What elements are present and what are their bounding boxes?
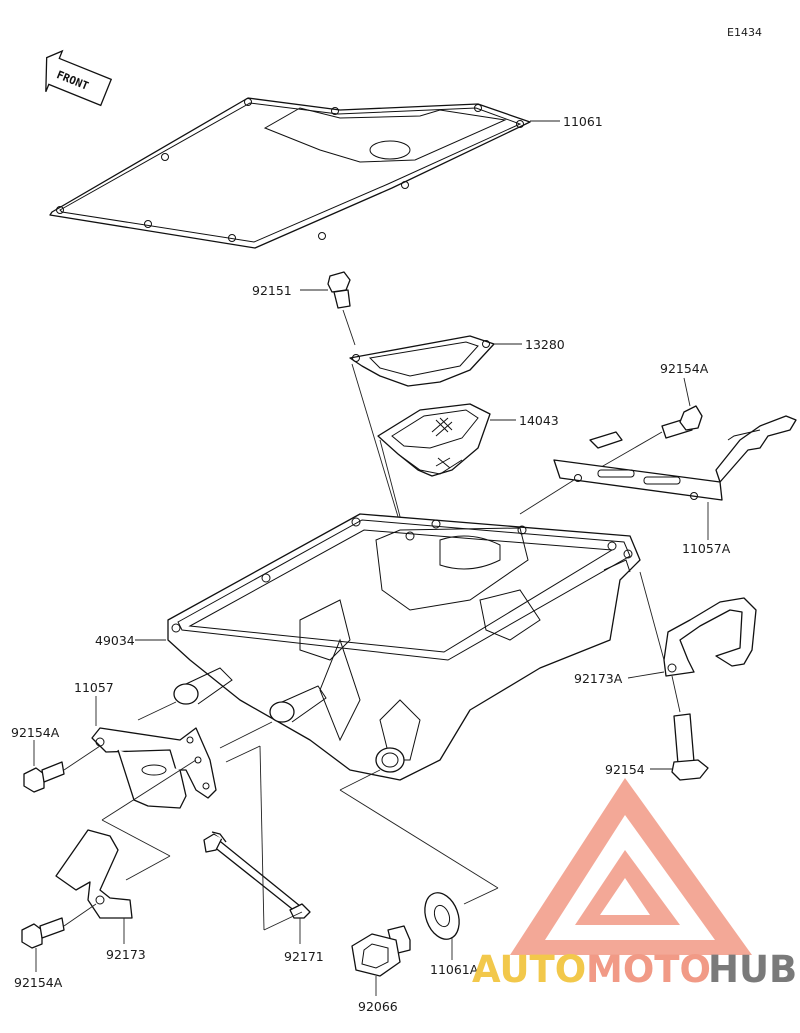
bolt-92154a-top-icon (661, 405, 703, 439)
diagram-code: E1434 (727, 26, 762, 39)
clamp-right (663, 597, 757, 677)
gasket-outline (49, 97, 531, 249)
oil-strainer (377, 403, 491, 477)
label-11057: 11057 (74, 680, 114, 695)
bracket-right (553, 415, 797, 501)
label-11061: 11061 (563, 114, 603, 129)
bolt-92154a-mid-icon (23, 761, 65, 793)
label-92154a-top: 92154A (660, 361, 709, 376)
oil-pan (167, 513, 641, 781)
label-11061a: 11061A (430, 962, 479, 977)
watermark-logo (510, 778, 752, 955)
label-92066: 92066 (358, 999, 398, 1014)
label-92171: 92171 (284, 949, 324, 964)
bolt-92154a-bottom-icon (21, 917, 65, 949)
label-92154a-mid: 92154A (11, 725, 60, 740)
bolt-92151-icon (327, 271, 351, 309)
bracket-left (91, 727, 217, 809)
label-92173a: 92173A (574, 671, 623, 686)
rod (203, 831, 311, 919)
watermark-text: AUTO MOTO HUB (472, 948, 797, 991)
label-92154a-bottom: 92154A (14, 975, 63, 990)
label-92154: 92154 (605, 762, 645, 777)
front-arrow-icon: FRONT (45, 49, 113, 107)
label-92173: 92173 (106, 947, 146, 962)
drain-plug (351, 925, 411, 977)
watermark-hub: HUB (708, 948, 797, 991)
watermark-auto: AUTO (472, 948, 586, 991)
washer (424, 892, 460, 940)
label-92151: 92151 (252, 283, 292, 298)
clamp-left (55, 829, 133, 919)
label-49034: 49034 (95, 633, 135, 648)
strainer-cover (349, 335, 495, 387)
label-11057a: 11057A (682, 541, 731, 556)
label-13280: 13280 (525, 337, 565, 352)
label-14043: 14043 (519, 413, 559, 428)
watermark-moto: MOTO (586, 948, 711, 991)
bolt-92154-icon (671, 713, 709, 781)
